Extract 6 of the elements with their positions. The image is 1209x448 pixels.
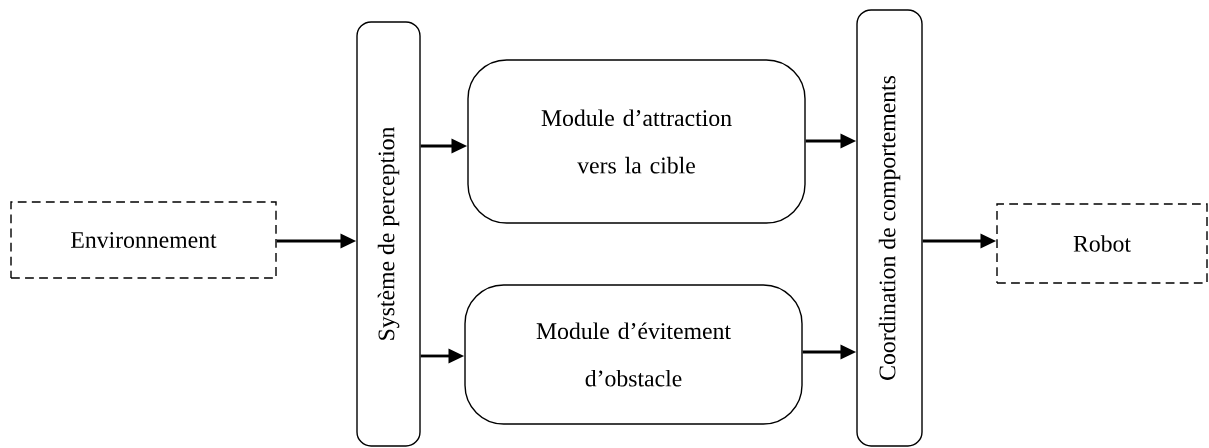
- module-box: Module d’attraction vers la cible: [467, 59, 806, 224]
- robot-box: Robot: [996, 203, 1208, 284]
- perception-bar: Système de perception: [356, 21, 421, 447]
- coordination-bar: Coordination de comportements: [856, 9, 923, 447]
- environment-box: Environnement: [10, 201, 277, 279]
- module-box: Module d’évitement d’obstacle: [464, 284, 803, 425]
